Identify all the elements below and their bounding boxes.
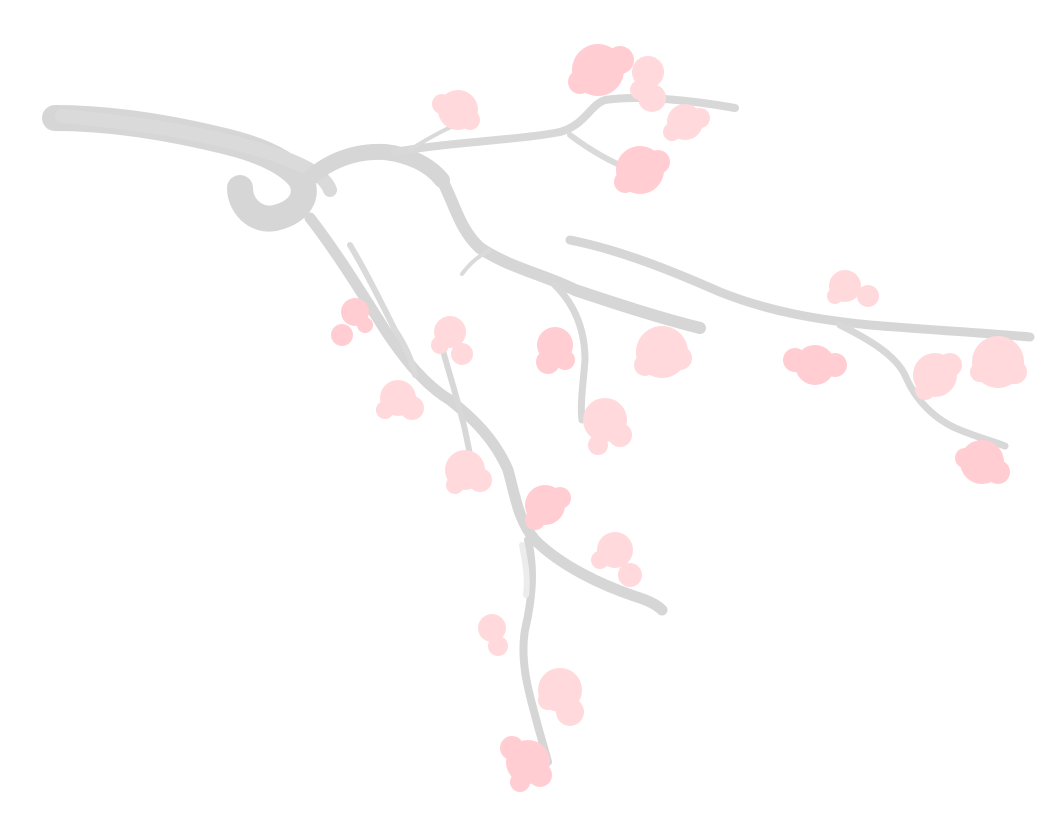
- blossom-cluster: [568, 44, 634, 96]
- blossom-cluster: [478, 614, 508, 656]
- blossom-cluster: [663, 104, 710, 141]
- blossom-cluster: [955, 440, 1010, 484]
- branch-group: [42, 94, 1035, 766]
- center-offshoot: [460, 248, 492, 276]
- center-twig: [551, 281, 589, 424]
- blossom-cluster: [634, 326, 692, 378]
- right-branch: [565, 235, 1035, 342]
- blossom-cluster: [331, 298, 373, 346]
- blossom-cluster: [376, 380, 424, 420]
- blossom-cluster: [500, 736, 552, 792]
- blossom-cluster: [431, 316, 473, 365]
- blossom-cluster: [630, 56, 666, 112]
- blossom-cluster: [536, 327, 575, 374]
- blossom-cluster: [538, 668, 584, 726]
- upper-branch: [391, 94, 739, 156]
- blossom-cluster: [970, 336, 1027, 388]
- blossom-cluster: [525, 485, 571, 530]
- blossom-group: [331, 44, 1027, 792]
- blossom-cluster: [432, 90, 480, 130]
- drop-highlight: [519, 542, 530, 598]
- blossom-cluster: [913, 353, 962, 400]
- trunk-arch: [292, 143, 450, 196]
- center-branch: [436, 174, 706, 334]
- drop-branch: [519, 536, 552, 766]
- blossom-cluster: [783, 345, 847, 385]
- blossom-cluster: [583, 398, 632, 455]
- blossom-cluster: [445, 450, 492, 494]
- lower-inner-twig: [347, 242, 418, 378]
- right-twig: [836, 321, 1009, 450]
- lower-branch: [304, 212, 668, 616]
- blossom-cluster: [591, 532, 642, 587]
- blossom-cluster: [827, 270, 879, 307]
- blossom-cluster: [614, 146, 670, 194]
